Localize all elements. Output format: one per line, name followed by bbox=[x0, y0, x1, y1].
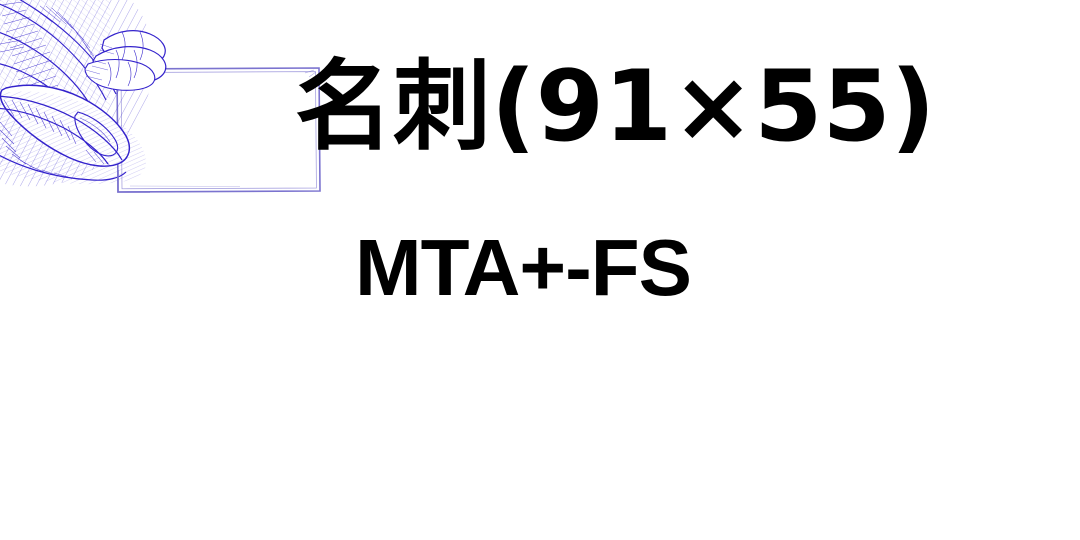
empty-content-area bbox=[0, 340, 1080, 540]
page-subtitle: MTA+-FS bbox=[0, 228, 1080, 308]
page-title: 名刺(91×55) bbox=[295, 50, 936, 164]
page-subtitle-text: MTA+-FS bbox=[355, 223, 692, 312]
title-block: 名刺(91×55) MTA+-FS bbox=[0, 50, 1080, 308]
